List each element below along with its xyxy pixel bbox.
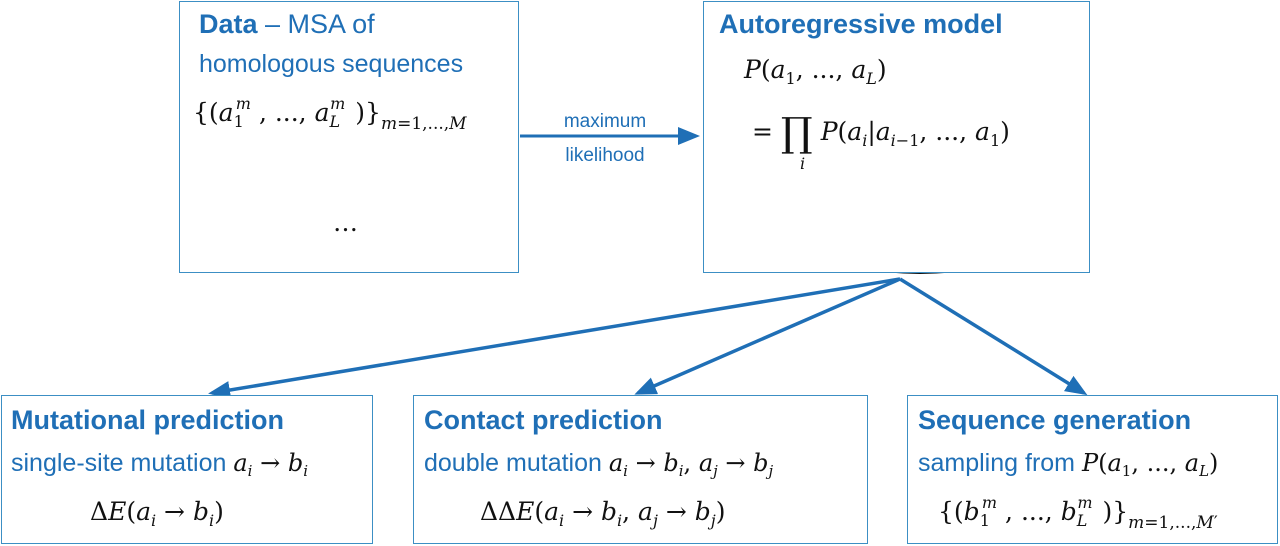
contact-box bbox=[413, 395, 868, 544]
contact-formula: ΔΔE(ai → bi, aj → bj) bbox=[480, 497, 726, 530]
mutational-box bbox=[1, 395, 373, 544]
generation-title: Sequence generation bbox=[918, 405, 1192, 435]
generation-subtitle: sampling from P(a1, ..., aL) bbox=[918, 449, 1219, 480]
contact-subtitle: double mutation ai → bi, aj → bj bbox=[424, 449, 774, 480]
data-box-title-line2: homologous sequences bbox=[199, 50, 464, 78]
branch-arrows bbox=[208, 277, 1088, 399]
mutational-formula: ΔE(ai → bi) bbox=[90, 497, 224, 530]
model-box-title: Autoregressive model bbox=[719, 9, 1003, 39]
contact-title: Contact prediction bbox=[424, 405, 663, 435]
ml-label-line1: maximum bbox=[563, 111, 647, 132]
msa-formula: {(a1m, ..., aLm)}m=1,...,M bbox=[193, 94, 467, 134]
model-formula-line1: P(a1, ..., aL) bbox=[744, 55, 887, 88]
msa-ellipsis: … bbox=[333, 208, 358, 237]
model-formula-line2: = ∏i P(ai|ai−1, ..., a1) bbox=[752, 110, 1010, 173]
model-box bbox=[703, 1, 1090, 273]
data-box bbox=[179, 1, 519, 273]
generation-formula: {(b1m, ..., bLm)}m=1,...,M′ bbox=[938, 493, 1218, 533]
ml-label-line2: likelihood bbox=[565, 145, 645, 166]
mutational-subtitle: single-site mutation ai → bi bbox=[11, 449, 309, 480]
mutational-title: Mutational prediction bbox=[11, 405, 284, 435]
data-box-title: Data – MSA of bbox=[199, 9, 375, 39]
generation-box bbox=[907, 395, 1278, 544]
